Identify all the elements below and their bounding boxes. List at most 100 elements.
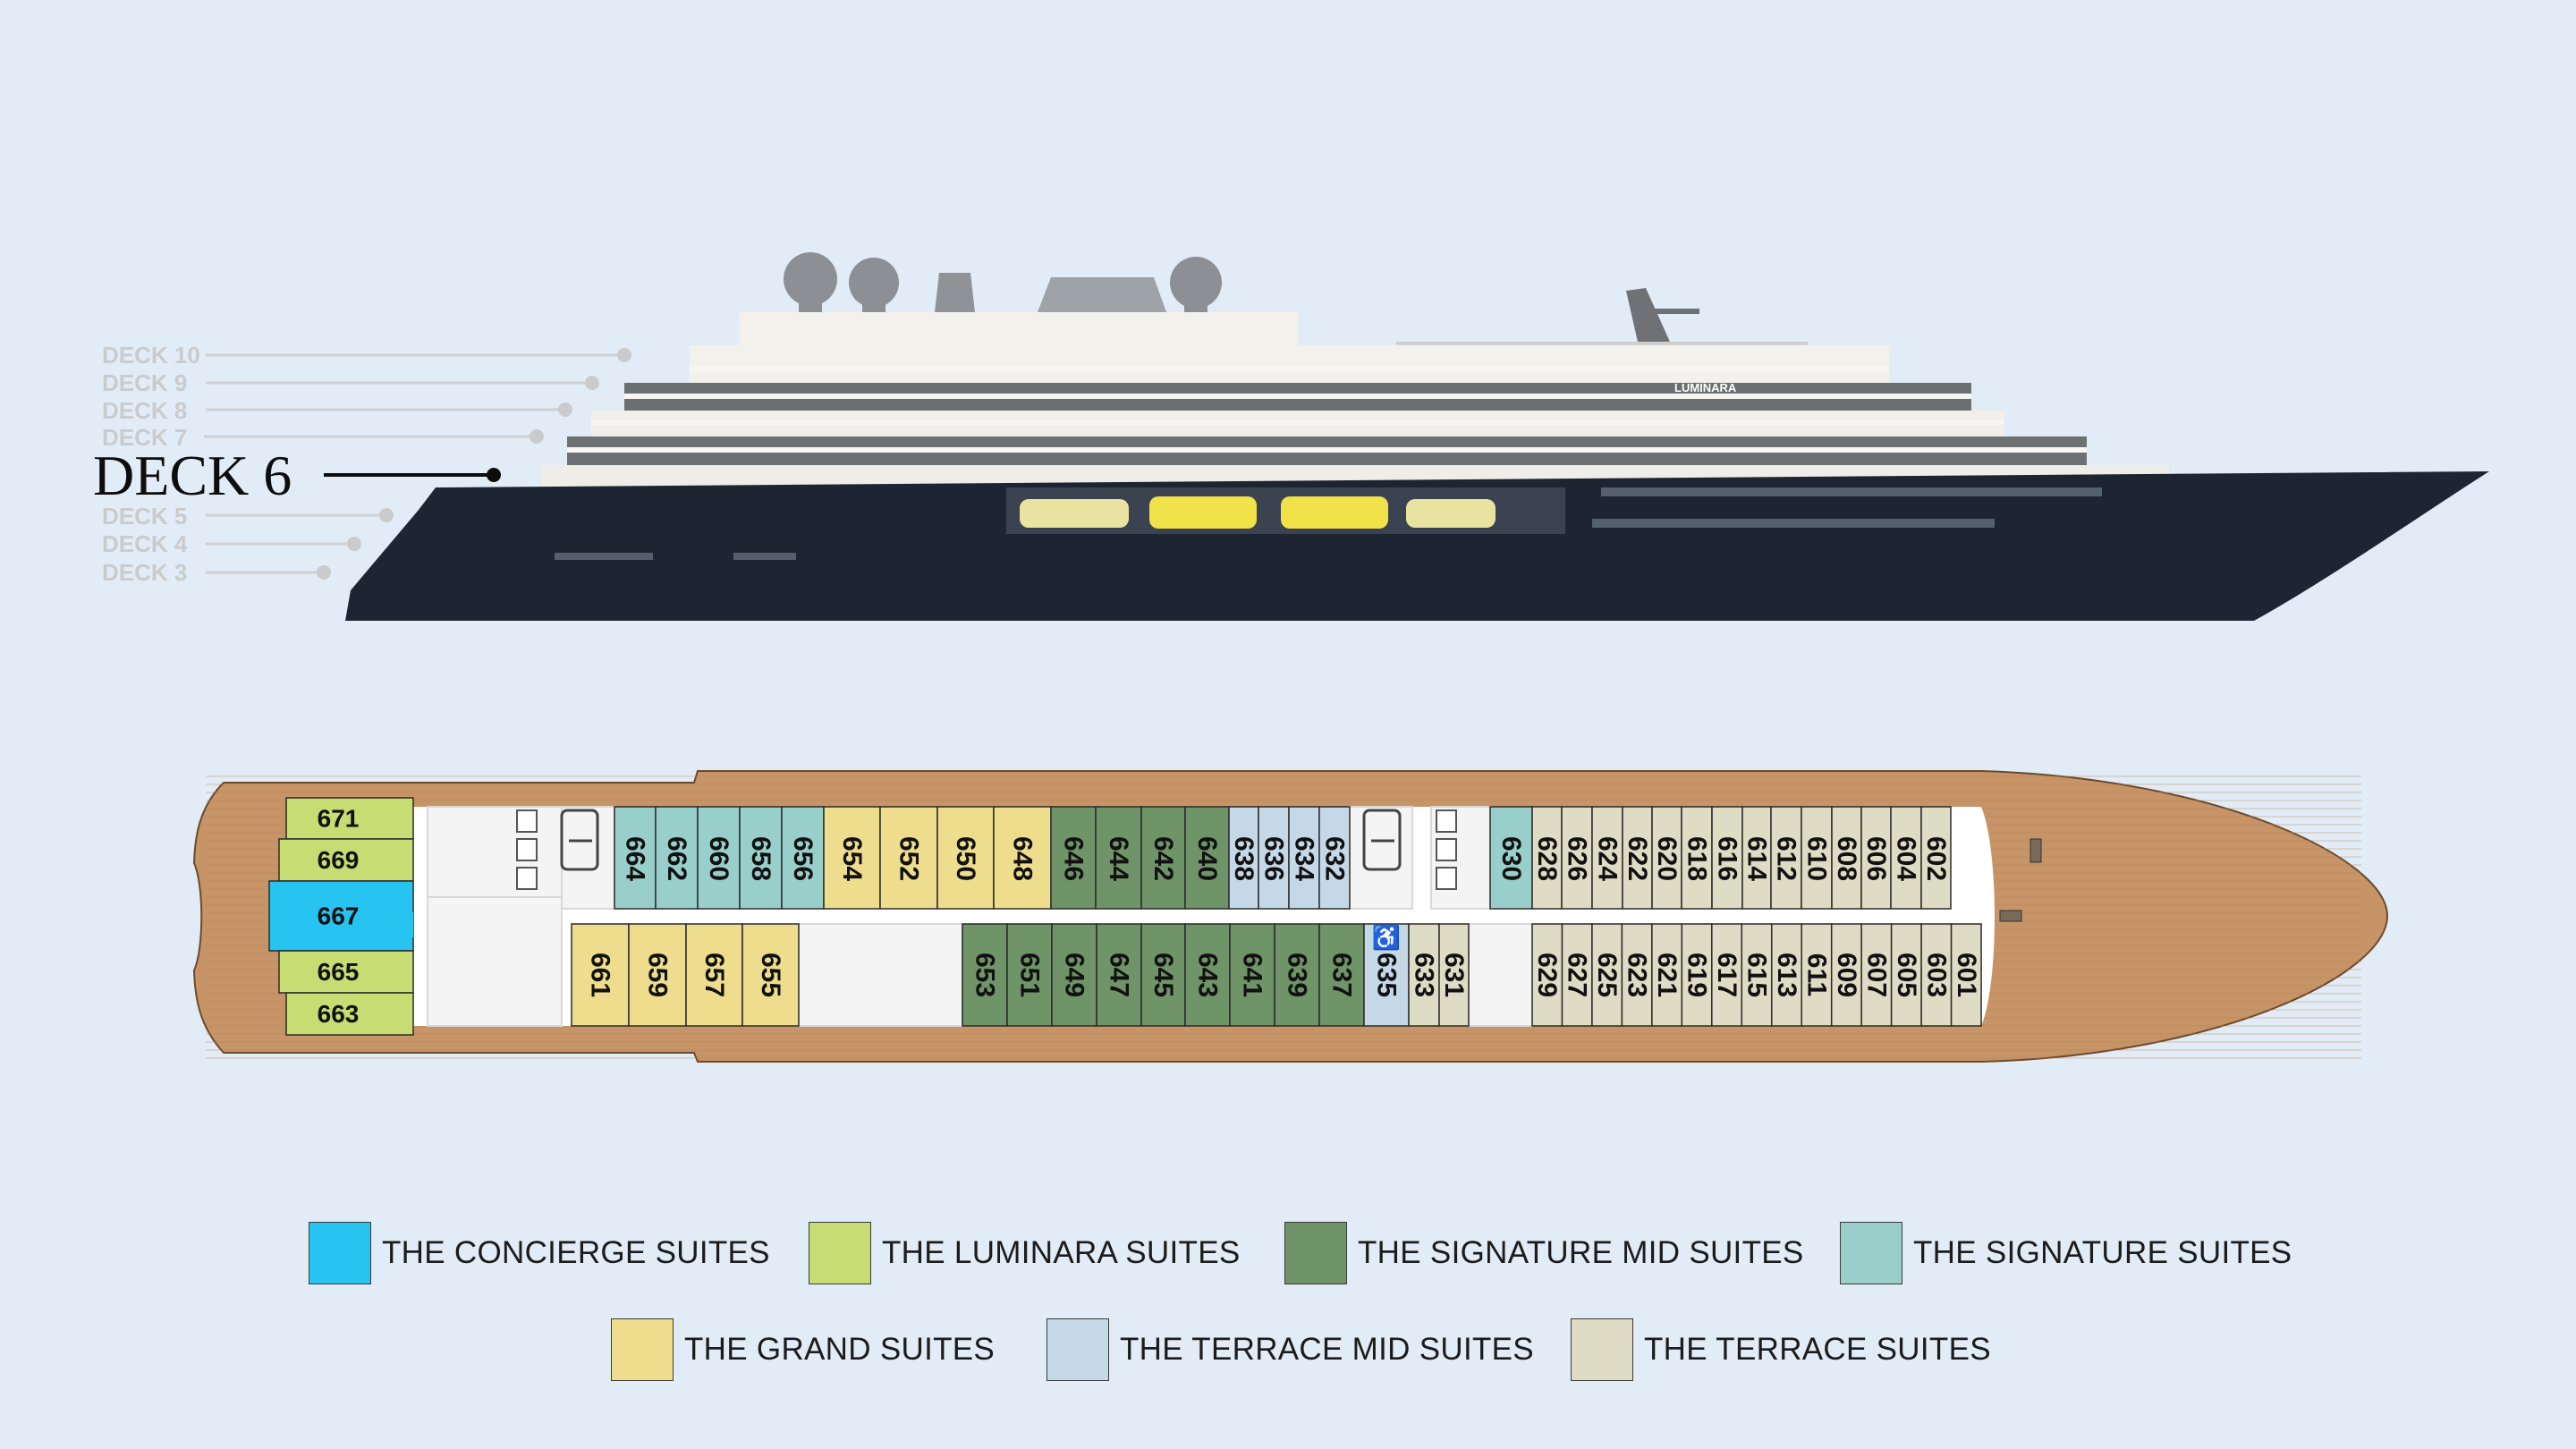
- cabin-fill: [1140, 923, 1186, 1027]
- bow-equipment: [1999, 838, 2042, 922]
- cabin-604[interactable]: 604: [1890, 806, 1922, 910]
- cabin-653[interactable]: 653: [962, 923, 1008, 1027]
- cabin-608[interactable]: 608: [1831, 806, 1862, 910]
- cabin-641[interactable]: 641: [1229, 923, 1275, 1027]
- cabin-646[interactable]: 646: [1050, 806, 1097, 910]
- deck-3-link[interactable]: DECK 3: [102, 559, 331, 586]
- cabin-629[interactable]: 629: [1531, 923, 1563, 1027]
- deck-label[interactable]: DECK 9: [102, 369, 187, 396]
- deck-7-link[interactable]: DECK 7: [102, 424, 544, 451]
- cabin-624[interactable]: 624: [1591, 806, 1623, 910]
- cabin-609[interactable]: 609: [1830, 923, 1862, 1027]
- cabin-631[interactable]: 631: [1438, 923, 1470, 1027]
- cabin-606[interactable]: 606: [1860, 806, 1892, 910]
- cabin-623[interactable]: 623: [1621, 923, 1653, 1027]
- cabin-632[interactable]: 632: [1318, 806, 1351, 910]
- mast: [1626, 288, 1677, 358]
- deck-selector: DECK 10 DECK 9 DECK 8 DECK 7 DECK 6 DECK…: [93, 342, 631, 586]
- cabin-663[interactable]: 663: [285, 992, 414, 1036]
- cabin-622[interactable]: 622: [1622, 806, 1653, 910]
- deck-label[interactable]: DECK 10: [102, 342, 200, 369]
- cabin-614[interactable]: 614: [1741, 806, 1772, 910]
- cabin-634[interactable]: 634: [1288, 806, 1320, 910]
- cabin-659[interactable]: 659: [628, 923, 687, 1027]
- cabin-603[interactable]: 603: [1920, 923, 1953, 1027]
- deck-10-link[interactable]: DECK 10: [102, 342, 631, 369]
- cabin-616[interactable]: 616: [1711, 806, 1743, 910]
- legend-swatch: [1284, 1222, 1347, 1284]
- cabin-657[interactable]: 657: [685, 923, 743, 1027]
- cabin-662[interactable]: 662: [655, 806, 699, 910]
- cabin-660[interactable]: 660: [697, 806, 741, 910]
- cabin-618[interactable]: 618: [1681, 806, 1713, 910]
- cabin-630[interactable]: 630: [1489, 806, 1533, 910]
- cabin-648[interactable]: 648: [993, 806, 1052, 910]
- cabin-638[interactable]: 638: [1228, 806, 1259, 910]
- cabin-602[interactable]: 602: [1920, 806, 1952, 910]
- cabin-669[interactable]: 669: [278, 838, 414, 882]
- cabin-635[interactable]: 635♿: [1363, 923, 1410, 1027]
- deck-5-link[interactable]: DECK 5: [102, 503, 394, 530]
- cabin-647[interactable]: 647: [1096, 923, 1142, 1027]
- cabin-644[interactable]: 644: [1095, 806, 1142, 910]
- cabin-656[interactable]: 656: [781, 806, 825, 910]
- cabin-601[interactable]: 601: [1950, 923, 1982, 1027]
- cabin-639[interactable]: 639: [1274, 923, 1320, 1027]
- cabin-628[interactable]: 628: [1531, 806, 1563, 910]
- cabin-620[interactable]: 620: [1651, 806, 1682, 910]
- cabin-fill: [1318, 923, 1365, 1027]
- cabin-fill: [285, 992, 414, 1036]
- cabin-621[interactable]: 621: [1651, 923, 1683, 1027]
- deck-label[interactable]: DECK 8: [102, 397, 187, 424]
- cabin-651[interactable]: 651: [1006, 923, 1053, 1027]
- cabin-642[interactable]: 642: [1140, 806, 1186, 910]
- cabin-654[interactable]: 654: [823, 806, 881, 910]
- cabin-645[interactable]: 645: [1140, 923, 1186, 1027]
- cabin-664[interactable]: 664: [614, 806, 657, 910]
- cabin-652[interactable]: 652: [879, 806, 938, 910]
- legend-item-terrace: THE TERRACE SUITES: [1571, 1318, 1991, 1382]
- deck-label[interactable]: DECK 7: [102, 424, 187, 451]
- cabin-619[interactable]: 619: [1681, 923, 1713, 1027]
- cabin-610[interactable]: 610: [1801, 806, 1833, 910]
- cabin-number: 641: [1238, 953, 1267, 997]
- deck-4-link[interactable]: DECK 4: [102, 530, 361, 557]
- cabin-626[interactable]: 626: [1561, 806, 1593, 910]
- cabin-643[interactable]: 643: [1184, 923, 1231, 1027]
- current-deck-label: DECK 6: [93, 444, 292, 507]
- cabin-636[interactable]: 636: [1258, 806, 1290, 910]
- cabin-number: 665: [318, 958, 360, 986]
- elevators: [516, 809, 1457, 890]
- cabin-667[interactable]: 667: [268, 880, 414, 952]
- cabin-671[interactable]: 671: [285, 797, 414, 840]
- cabin-649[interactable]: 649: [1051, 923, 1097, 1027]
- cabin-658[interactable]: 658: [739, 806, 783, 910]
- deck-label[interactable]: DECK 5: [102, 503, 187, 530]
- deck-label[interactable]: DECK 4: [102, 530, 188, 557]
- cabin-655[interactable]: 655: [741, 923, 800, 1027]
- cabin-612[interactable]: 612: [1770, 806, 1802, 910]
- legend-item-grand: THE GRAND SUITES: [611, 1318, 995, 1382]
- cabin-611[interactable]: 611: [1801, 923, 1833, 1027]
- cabin-661[interactable]: 661: [571, 923, 630, 1027]
- cabin-613[interactable]: 613: [1771, 923, 1802, 1027]
- cabin-637[interactable]: 637: [1318, 923, 1365, 1027]
- deck-9-link[interactable]: DECK 9: [102, 369, 599, 396]
- cabin-627[interactable]: 627: [1561, 923, 1593, 1027]
- cabin-615[interactable]: 615: [1741, 923, 1773, 1027]
- cabin-fill: [1950, 923, 1982, 1027]
- ship-profile: LUMINARA: [345, 252, 2489, 621]
- cabin-number: 618: [1682, 836, 1712, 881]
- cabin-633[interactable]: 633: [1408, 923, 1440, 1027]
- cabin-605[interactable]: 605: [1890, 923, 1922, 1027]
- cabin-617[interactable]: 617: [1711, 923, 1743, 1027]
- legend-label: THE GRAND SUITES: [684, 1332, 996, 1367]
- cabin-625[interactable]: 625: [1591, 923, 1623, 1027]
- cabin-607[interactable]: 607: [1860, 923, 1893, 1027]
- deck-8-link[interactable]: DECK 8: [102, 397, 572, 424]
- cabin-650[interactable]: 650: [936, 806, 995, 910]
- cabin-665[interactable]: 665: [278, 950, 414, 994]
- cabin-640[interactable]: 640: [1184, 806, 1230, 910]
- deck-label[interactable]: DECK 3: [102, 559, 187, 586]
